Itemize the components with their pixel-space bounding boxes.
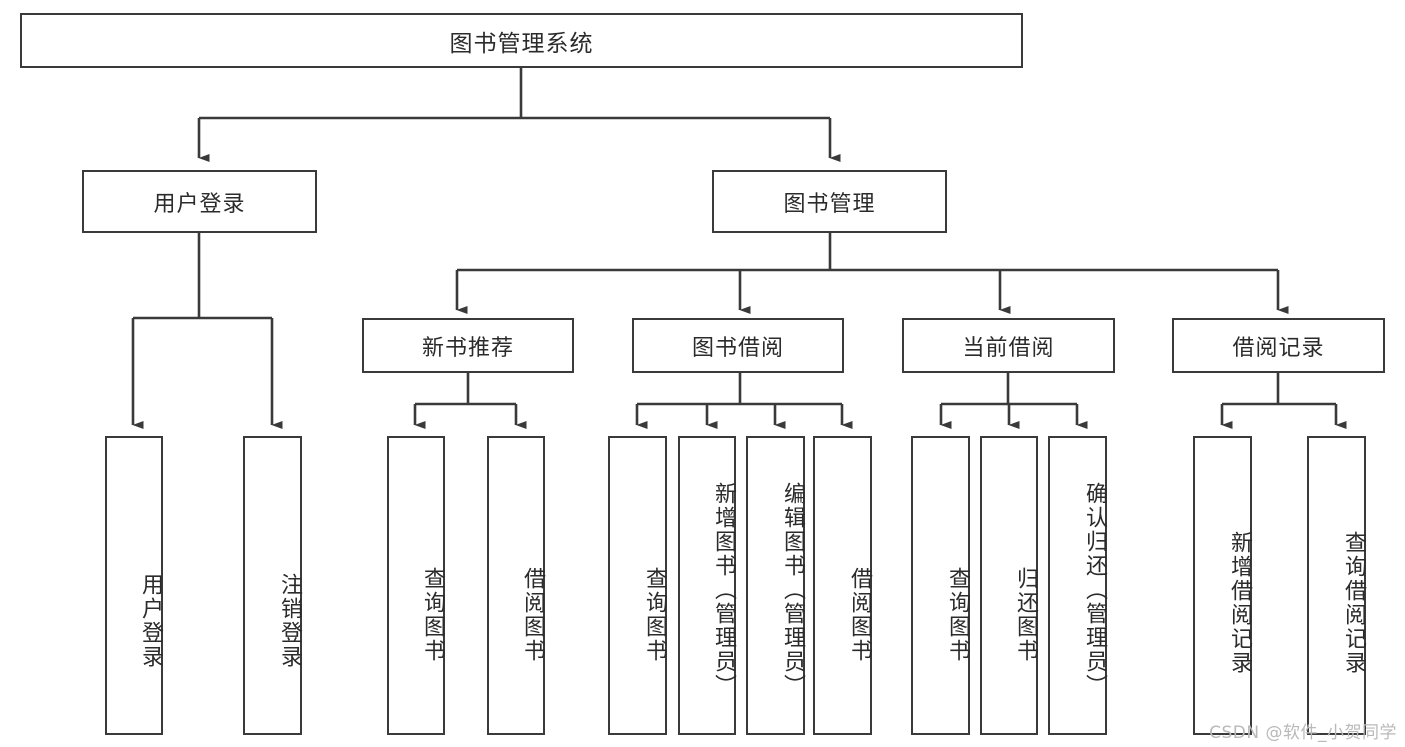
leaf-add-book[interactable]: 新增图书（管理员） [678,436,736,735]
node-root-label: 图书管理系统 [449,30,594,57]
leaf-query-book-2[interactable]: 查询图书 [608,436,667,735]
node-book-manage[interactable]: 图书管理 [712,170,947,233]
leaf-add-book-label: 新增图书（管理员） [711,481,736,698]
leaf-query-book-3-label: 查询图书 [945,566,970,663]
leaf-return-book-label: 归还图书 [1013,566,1038,663]
node-current-borrow-label: 当前借阅 [962,335,1055,361]
node-borrow-record[interactable]: 借阅记录 [1172,318,1385,373]
leaf-confirm-return[interactable]: 确认归还（管理员） [1048,436,1107,735]
leaf-confirm-return-label: 确认归还（管理员） [1082,481,1107,698]
leaf-user-login[interactable]: 用户登录 [105,436,163,735]
leaf-query-record[interactable]: 查询借阅记录 [1307,436,1366,735]
leaf-return-book[interactable]: 归还图书 [980,436,1038,735]
node-user-login[interactable]: 用户登录 [82,170,317,233]
leaf-logout-login[interactable]: 注销登录 [243,436,302,735]
leaf-query-book-2-label: 查询图书 [642,566,667,663]
leaf-edit-book-label: 编辑图书（管理员） [780,481,805,698]
node-new-book-rec-label: 新书推荐 [421,335,514,361]
leaf-borrow-book-2-label: 借阅图书 [847,566,872,663]
node-new-book-rec[interactable]: 新书推荐 [362,318,574,373]
leaf-query-book-3[interactable]: 查询图书 [911,436,970,735]
leaf-query-book-1[interactable]: 查询图书 [387,436,445,735]
leaf-borrow-book-1[interactable]: 借阅图书 [487,436,545,735]
leaf-edit-book[interactable]: 编辑图书（管理员） [746,436,805,735]
leaf-query-book-1-label: 查询图书 [420,566,445,663]
leaf-borrow-book-2[interactable]: 借阅图书 [813,436,872,735]
node-current-borrow[interactable]: 当前借阅 [902,318,1115,373]
node-root[interactable]: 图书管理系统 [20,13,1023,68]
leaf-add-record[interactable]: 新增借阅记录 [1193,436,1252,735]
leaf-add-record-label: 新增借阅记录 [1227,530,1252,675]
node-book-manage-label: 图书管理 [783,191,876,217]
leaf-user-login-label: 用户登录 [138,572,163,669]
node-book-borrow-label: 图书借阅 [691,335,784,361]
node-user-login-label: 用户登录 [153,191,246,217]
node-borrow-record-label: 借阅记录 [1232,335,1325,361]
leaf-logout-login-label: 注销登录 [277,572,302,669]
leaf-borrow-book-1-label: 借阅图书 [520,566,545,663]
node-book-borrow[interactable]: 图书借阅 [632,318,844,373]
leaf-query-record-label: 查询借阅记录 [1341,530,1366,675]
